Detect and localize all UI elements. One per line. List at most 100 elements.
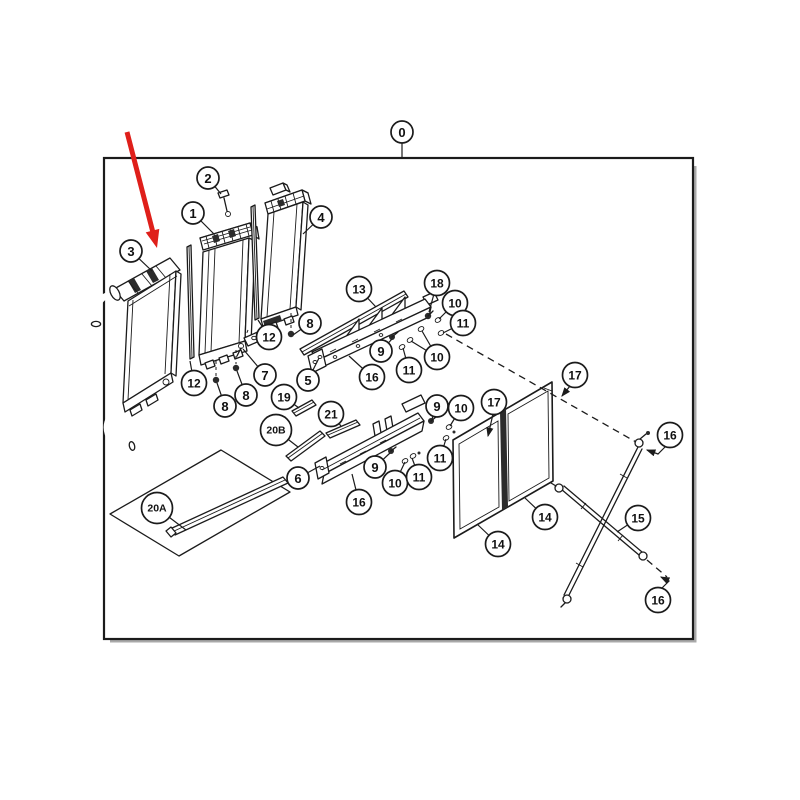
part-strip-21: [325, 419, 361, 439]
rod-eyelet: [634, 438, 644, 448]
part-hardware: [212, 310, 456, 464]
header-4: [264, 189, 306, 215]
callout-label-9: 9: [377, 344, 384, 359]
part-seal-strip-12-right: [250, 204, 260, 321]
hose-bottom-end: [128, 441, 136, 451]
core-4-lines: [266, 203, 298, 318]
callout-label-21: 21: [324, 408, 338, 422]
callout-circle-16: [656, 421, 684, 449]
rod-tips: [550, 433, 647, 608]
callout-label-16: 16: [663, 429, 677, 443]
callout-circle-9: [363, 455, 387, 479]
bolt-8: [212, 376, 220, 384]
rod-20a-end: [165, 526, 177, 538]
rod-bolt: [646, 431, 650, 435]
callout-label-8: 8: [242, 388, 249, 403]
callout-16: 16: [358, 363, 386, 391]
callout-4: 4: [309, 205, 333, 229]
callout-label-8: 8: [221, 399, 228, 414]
callout-circle-16: [358, 363, 386, 391]
callout-label-0: 0: [398, 125, 405, 140]
callout-label-16: 16: [365, 371, 379, 385]
callout-label-17: 17: [487, 396, 501, 410]
callout-10: 10: [447, 394, 475, 422]
panel-divider: [500, 409, 508, 510]
callout-label-14: 14: [538, 511, 552, 525]
callout-label-13: 13: [352, 283, 366, 297]
screw-7-stem: [236, 347, 242, 357]
callout-label-3: 3: [127, 244, 134, 259]
rod-eyelet: [638, 551, 648, 561]
hole: [378, 333, 384, 337]
part-lower-bracket-6: [314, 394, 426, 485]
header-1-band: [228, 229, 236, 238]
tank-1-foot: [218, 354, 230, 365]
header-3-cap: [109, 285, 121, 301]
guide-dashed-lines: [445, 333, 668, 578]
hose-bottom-inner: [103, 401, 132, 450]
nut-18-stem: [427, 310, 434, 317]
callout-17: 17: [561, 361, 589, 389]
brace-rod-a: [563, 446, 643, 598]
callout-11: 11: [449, 309, 477, 337]
callout-label-17: 17: [568, 369, 582, 383]
tank-3-foot: [129, 403, 143, 417]
callout-leader-16: [645, 445, 667, 457]
callout-11: 11: [395, 356, 423, 384]
diagram-frame: [102, 156, 695, 641]
bolt-9-stem: [391, 331, 399, 338]
panel-apex-fold: [543, 387, 553, 392]
washer-10: [401, 458, 409, 464]
callout-1: 1: [181, 201, 205, 225]
strip-12-left-edge: [188, 245, 193, 359]
callout-circle-15: [624, 504, 652, 532]
callout-circle-5: [296, 368, 320, 392]
callout-circle-19: [270, 383, 298, 411]
callout-10: 10: [423, 343, 451, 371]
callout-label-11: 11: [413, 471, 426, 485]
alignment-dash-short: [646, 559, 668, 578]
callout-10: 10: [381, 469, 409, 497]
callout-13: 13: [345, 275, 373, 303]
callout-label-12: 12: [262, 331, 276, 345]
washer-10: [406, 337, 414, 343]
bolt-9-stem: [390, 446, 397, 452]
part-radiator-4: [260, 182, 312, 332]
callout-circle-21: [317, 400, 345, 428]
tank-3-fitting: [162, 378, 170, 386]
part-top-seal-13: [299, 290, 409, 356]
washer-11: [442, 435, 450, 441]
tank-1: [198, 340, 248, 366]
screw: [417, 451, 421, 455]
washer-10: [434, 317, 442, 323]
callout-17: 17: [480, 388, 508, 416]
callout-21: 21: [317, 400, 345, 428]
callout-label-8: 8: [306, 316, 313, 331]
core-1-lines: [204, 239, 244, 354]
callout-label-16: 16: [352, 496, 366, 510]
callout-circle-20B: [259, 413, 293, 447]
callout-circle-9: [369, 339, 393, 363]
tank-3-foot: [145, 393, 159, 407]
callout-label-18: 18: [430, 277, 444, 291]
callout-label-14: 14: [491, 538, 505, 552]
header-1-band: [212, 234, 220, 243]
core-1: [198, 237, 250, 356]
callout-circle-1: [181, 201, 205, 225]
callout-6: 6: [286, 466, 310, 490]
strip-19-edge: [293, 401, 315, 414]
screw: [452, 430, 456, 434]
washer-11: [437, 330, 445, 336]
part-screen-panels-14: [452, 381, 554, 539]
strip-12-right-edge: [252, 205, 258, 320]
washer-10: [417, 326, 425, 332]
tank-1-foot: [204, 359, 216, 370]
header-4-band: [277, 199, 285, 207]
callout-label-7: 7: [261, 368, 268, 383]
callout-0: 0: [390, 120, 414, 144]
callout-11: 11: [405, 463, 433, 491]
part-strip-20b: [285, 430, 326, 462]
callout-8: 8: [234, 383, 258, 407]
rod-eyelet: [554, 483, 564, 493]
